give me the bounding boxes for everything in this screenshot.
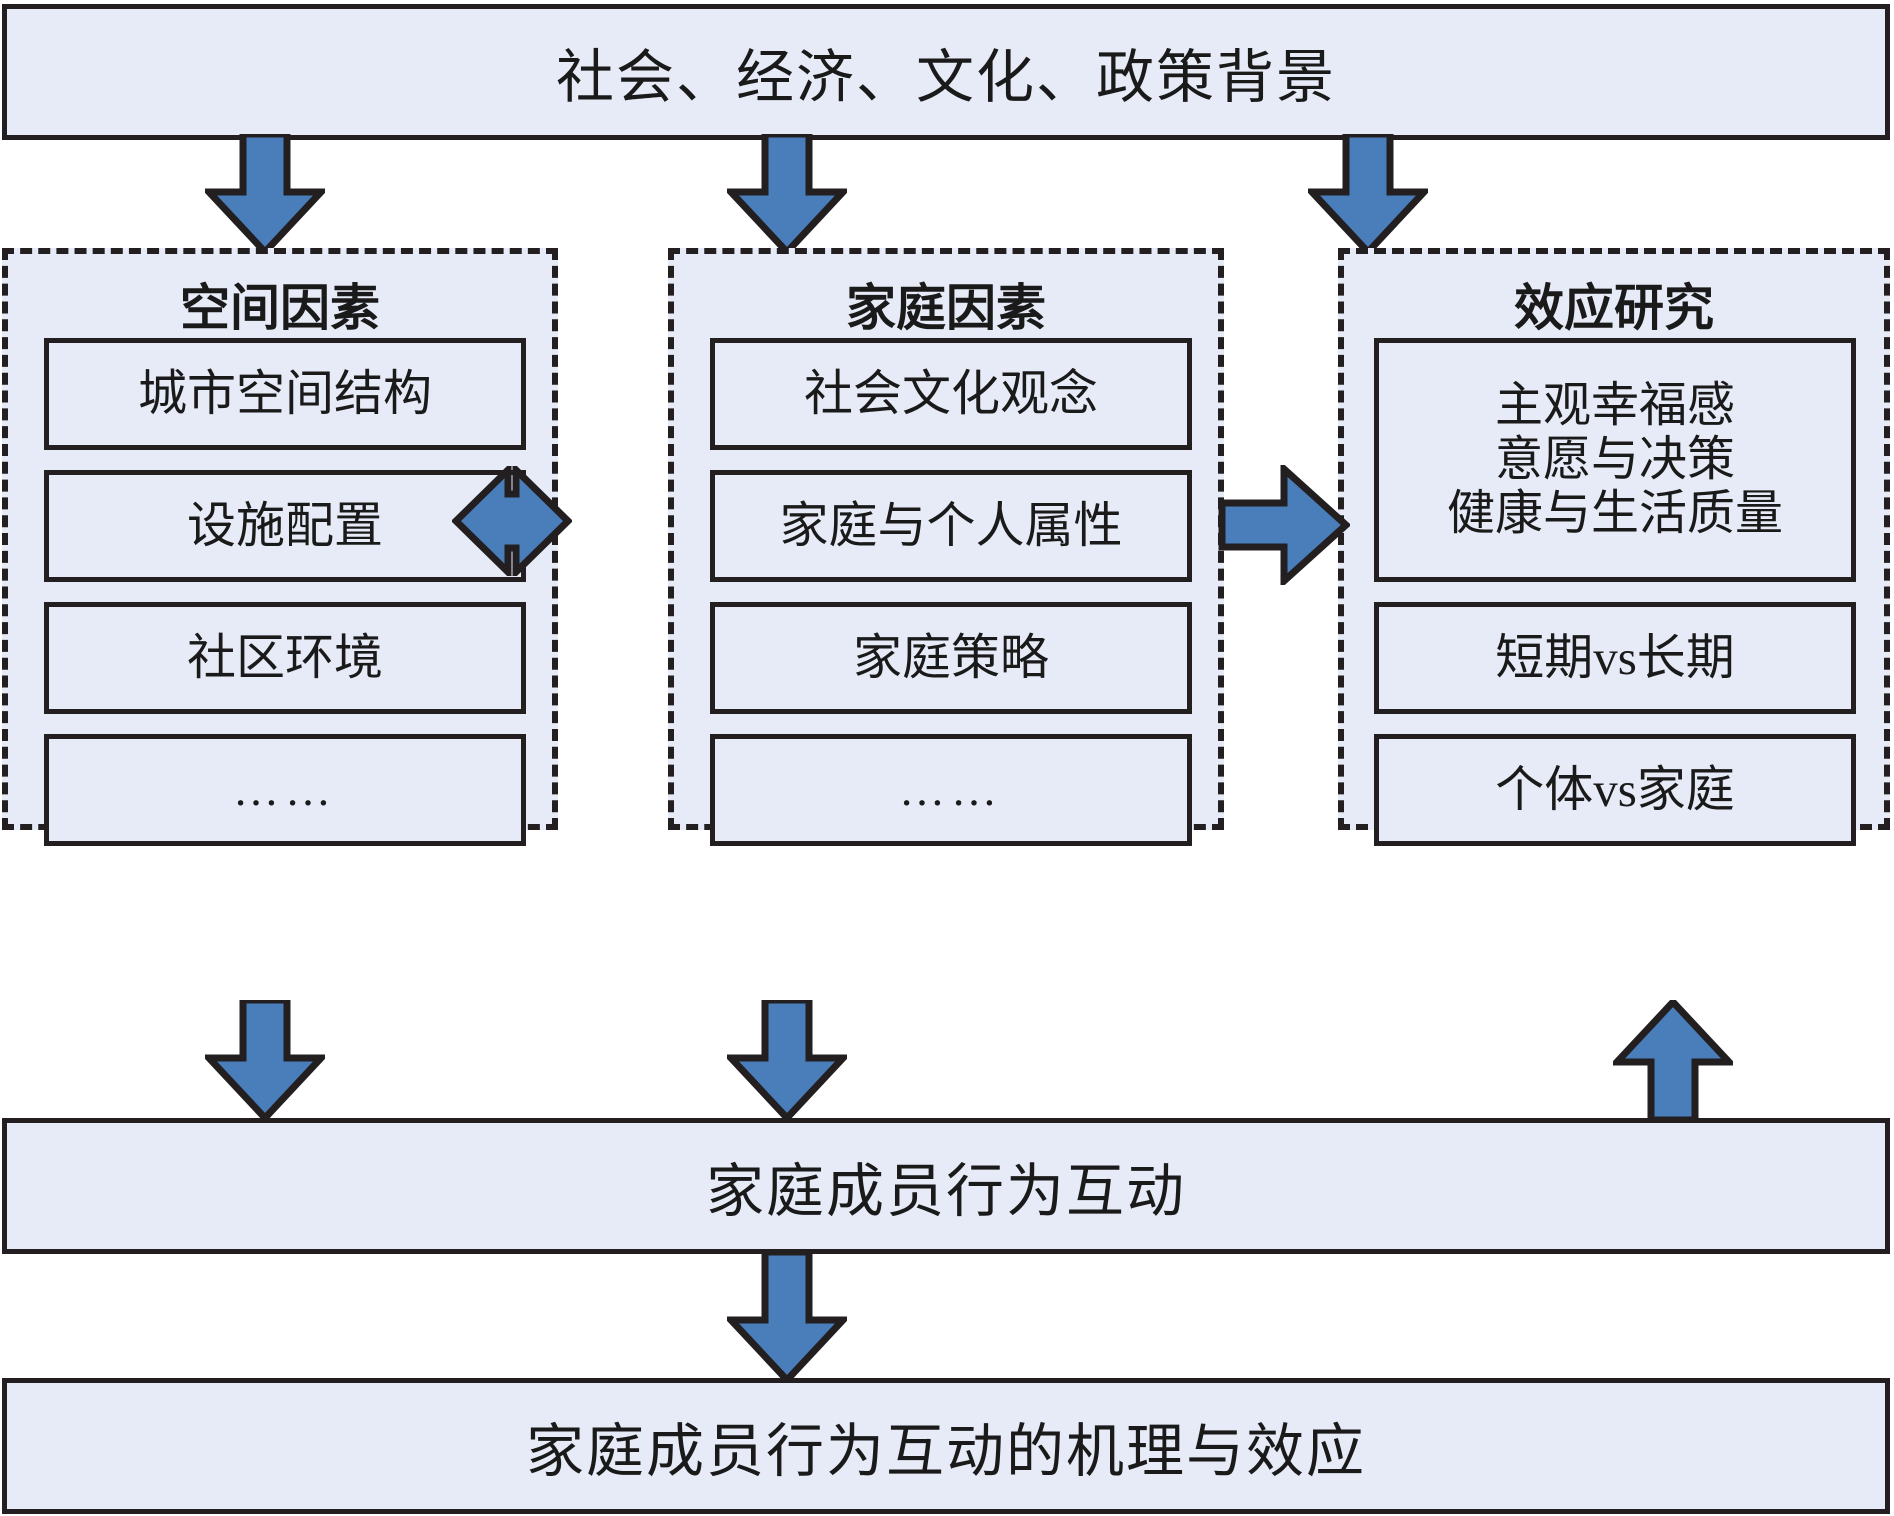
group-effect-research: 效应研究 主观幸福感 意愿与决策 健康与生活质量 短期vs长期 个体vs家庭: [1338, 248, 1890, 846]
item-family-2-label: 家庭策略: [852, 630, 1049, 686]
item-spatial-0-label: 城市空间结构: [137, 366, 432, 422]
group-spatial-factors-title: 空间因素: [180, 280, 380, 336]
item-spatial-2-label: 社区环境: [186, 630, 383, 686]
item-spatial-3: ……: [44, 734, 526, 846]
item-family-1-label: 家庭与个人属性: [779, 498, 1123, 554]
item-family-2: 家庭策略: [710, 602, 1192, 714]
item-family-1: 家庭与个人属性: [710, 470, 1192, 582]
group-effect-research-title: 效应研究: [1514, 280, 1714, 336]
item-spatial-1: 设施配置: [44, 470, 526, 582]
item-effects-1: 短期vs长期: [1374, 602, 1856, 714]
arrow-family-to-interaction: [727, 1000, 847, 1120]
arrow-context-to-family: [727, 134, 847, 254]
item-spatial-1-label: 设施配置: [186, 498, 383, 554]
arrow-context-to-effects: [1308, 134, 1428, 254]
arrow-spatial-family-bidirectional: [452, 466, 572, 576]
arrow-context-to-spatial: [205, 134, 325, 254]
item-effects-0: 主观幸福感 意愿与决策 健康与生活质量: [1374, 338, 1856, 582]
banner-family-interaction: 家庭成员行为互动: [2, 1118, 1890, 1254]
banner-outcome: 家庭成员行为互动的机理与效应: [2, 1378, 1890, 1514]
arrow-family-to-effects: [1218, 465, 1350, 585]
item-spatial-2: 社区环境: [44, 602, 526, 714]
item-spatial-0: 城市空间结构: [44, 338, 526, 450]
arrow-interaction-to-effects: [1613, 1000, 1733, 1120]
group-spatial-factors: 空间因素 城市空间结构 设施配置 社区环境 ……: [2, 248, 558, 846]
arrow-spatial-to-interaction: [205, 1000, 325, 1120]
item-family-3-label: ……: [899, 764, 1003, 816]
banner-context-label: 社会、经济、文化、政策背景: [555, 45, 1336, 110]
item-family-0-label: 社会文化观念: [803, 366, 1098, 422]
arrow-interaction-to-outcome: [727, 1252, 847, 1382]
item-effects-0-label: 主观幸福感 意愿与决策 健康与生活质量: [1446, 378, 1783, 541]
item-family-0: 社会文化观念: [710, 338, 1192, 450]
item-effects-2-label: 个体vs家庭: [1495, 762, 1735, 818]
item-family-3: ……: [710, 734, 1192, 846]
banner-outcome-label: 家庭成员行为互动的机理与效应: [525, 1419, 1366, 1484]
item-effects-1-label: 短期vs长期: [1495, 630, 1735, 686]
item-spatial-3-label: ……: [233, 764, 337, 816]
item-effects-2: 个体vs家庭: [1374, 734, 1856, 846]
banner-family-interaction-label: 家庭成员行为互动: [705, 1159, 1186, 1224]
group-family-factors-title: 家庭因素: [846, 280, 1046, 336]
banner-context: 社会、经济、文化、政策背景: [2, 4, 1890, 140]
group-family-factors: 家庭因素 社会文化观念 家庭与个人属性 家庭策略 ……: [668, 248, 1224, 846]
